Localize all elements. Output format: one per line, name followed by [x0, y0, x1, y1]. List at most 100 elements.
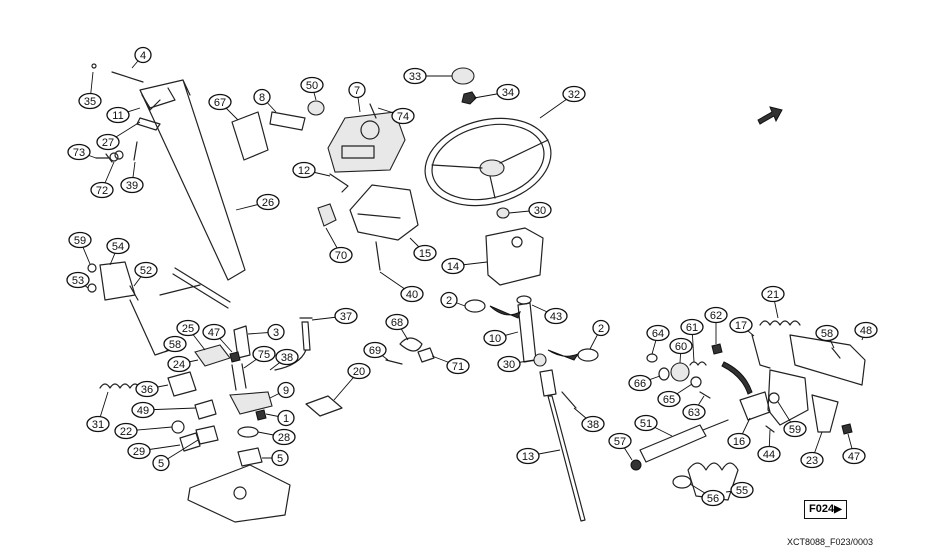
callout-26[interactable]: 26 — [256, 193, 280, 211]
key-12 — [329, 173, 349, 193]
callout-72[interactable]: 72 — [90, 181, 114, 199]
callout-17[interactable]: 17 — [729, 316, 753, 334]
callout-75[interactable]: 75 — [252, 345, 276, 363]
callout-9[interactable]: 9 — [277, 381, 295, 399]
callout-66[interactable]: 66 — [628, 374, 652, 392]
callout-30[interactable]: 30 — [528, 201, 552, 219]
callout-68[interactable]: 68 — [385, 313, 409, 331]
callout-57[interactable]: 57 — [608, 432, 632, 450]
callout-48[interactable]: 48 — [854, 321, 878, 339]
callout-number: 53 — [72, 275, 84, 287]
callout-67[interactable]: 67 — [208, 93, 232, 111]
callout-bubble — [208, 93, 232, 111]
callout-21[interactable]: 21 — [761, 285, 785, 303]
dash-switches — [341, 145, 375, 159]
callout-1[interactable]: 1 — [277, 409, 295, 427]
callout-64[interactable]: 64 — [646, 324, 670, 342]
callout-5[interactable]: 5 — [152, 454, 170, 472]
callout-39[interactable]: 39 — [120, 176, 144, 194]
callout-30[interactable]: 30 — [497, 355, 521, 373]
callout-59[interactable]: 59 — [68, 231, 92, 249]
callout-31[interactable]: 31 — [86, 415, 110, 433]
callout-38[interactable]: 38 — [275, 348, 299, 366]
callout-number: 56 — [707, 493, 719, 505]
cap-33 — [451, 67, 475, 85]
callout-50[interactable]: 50 — [300, 76, 324, 94]
callout-10[interactable]: 10 — [483, 329, 507, 347]
callout-38[interactable]: 38 — [581, 415, 605, 433]
callout-number: 31 — [92, 419, 104, 431]
callout-bubble — [628, 374, 652, 392]
callout-49[interactable]: 49 — [131, 401, 155, 419]
callout-70[interactable]: 70 — [329, 246, 353, 264]
callout-35[interactable]: 35 — [78, 92, 102, 110]
callout-63[interactable]: 63 — [682, 403, 706, 421]
page-reference-arrow-icon: ▶ — [834, 504, 842, 515]
ring-28 — [237, 426, 259, 438]
callout-62[interactable]: 62 — [704, 306, 728, 324]
callout-53[interactable]: 53 — [66, 271, 90, 289]
block-49 — [194, 399, 217, 420]
callout-22[interactable]: 22 — [114, 422, 138, 440]
callout-61[interactable]: 61 — [680, 318, 704, 336]
callout-54[interactable]: 54 — [106, 237, 130, 255]
floor-plate-hole — [233, 486, 247, 500]
callout-71[interactable]: 71 — [446, 357, 470, 375]
callout-16[interactable]: 16 — [727, 432, 751, 450]
callout-60[interactable]: 60 — [669, 337, 693, 355]
callout-number: 37 — [340, 311, 352, 323]
callout-65[interactable]: 65 — [657, 390, 681, 408]
callout-12[interactable]: 12 — [292, 161, 316, 179]
callout-bubble — [783, 420, 807, 438]
callout-44[interactable]: 44 — [757, 445, 781, 463]
callout-25[interactable]: 25 — [176, 319, 200, 337]
callout-13[interactable]: 13 — [516, 447, 540, 465]
callout-bubble — [562, 85, 586, 103]
callout-36[interactable]: 36 — [135, 380, 159, 398]
callout-2[interactable]: 2 — [440, 291, 458, 309]
callout-40[interactable]: 40 — [400, 285, 424, 303]
callout-27[interactable]: 27 — [96, 133, 120, 151]
callout-58[interactable]: 58 — [815, 324, 839, 342]
callout-15[interactable]: 15 — [413, 244, 437, 262]
callout-47[interactable]: 47 — [202, 323, 226, 341]
callout-3[interactable]: 3 — [267, 323, 285, 341]
callout-51[interactable]: 51 — [634, 414, 658, 432]
callout-34[interactable]: 34 — [496, 83, 520, 101]
callout-24[interactable]: 24 — [167, 355, 191, 373]
callout-37[interactable]: 37 — [334, 307, 358, 325]
callout-55[interactable]: 55 — [730, 481, 754, 499]
callout-52[interactable]: 52 — [134, 261, 158, 279]
callout-bubble — [682, 403, 706, 421]
callout-14[interactable]: 14 — [441, 257, 465, 275]
callout-32[interactable]: 32 — [562, 85, 586, 103]
callout-29[interactable]: 29 — [127, 442, 151, 460]
callout-33[interactable]: 33 — [403, 67, 427, 85]
callout-bubble — [106, 237, 130, 255]
callout-69[interactable]: 69 — [363, 341, 387, 359]
callout-5[interactable]: 5 — [271, 449, 289, 467]
callout-43[interactable]: 43 — [544, 307, 568, 325]
callout-11[interactable]: 11 — [106, 106, 130, 124]
callout-7[interactable]: 7 — [348, 81, 366, 99]
nut-1 — [255, 409, 267, 421]
callout-74[interactable]: 74 — [391, 107, 415, 125]
callout-number: 5 — [277, 453, 283, 465]
callout-47[interactable]: 47 — [842, 447, 866, 465]
callout-4[interactable]: 4 — [134, 46, 152, 64]
callout-58[interactable]: 58 — [163, 335, 187, 353]
callout-28[interactable]: 28 — [272, 428, 296, 446]
callout-59[interactable]: 59 — [783, 420, 807, 438]
washer-64 — [646, 353, 658, 363]
callout-56[interactable]: 56 — [701, 489, 725, 507]
callout-2[interactable]: 2 — [592, 319, 610, 337]
callout-number: 32 — [568, 89, 580, 101]
callout-number: 27 — [102, 137, 114, 149]
callout-number: 74 — [397, 111, 409, 123]
callout-20[interactable]: 20 — [347, 362, 371, 380]
callout-bubble — [729, 316, 753, 334]
callout-8[interactable]: 8 — [253, 88, 271, 106]
page-reference-box[interactable]: F024▶ — [804, 500, 847, 519]
callout-73[interactable]: 73 — [67, 143, 91, 161]
callout-23[interactable]: 23 — [800, 451, 824, 469]
